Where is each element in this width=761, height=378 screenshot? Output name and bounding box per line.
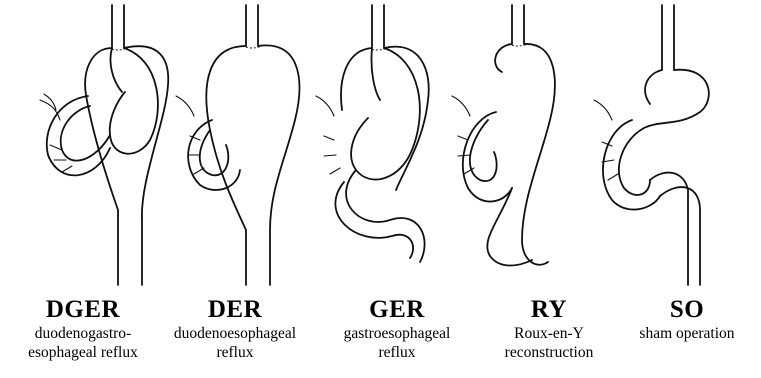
panel-desc-line1: duodenoesophageal: [160, 324, 310, 343]
ger-esophagus: [372, 5, 384, 48]
so-jejunum: [650, 173, 700, 285]
dger-duodenum: [47, 96, 110, 175]
panel-desc-line1: gastroesophageal: [322, 324, 472, 343]
so-stomach: [644, 70, 709, 128]
panel-desc-line2: esophageal reflux: [8, 343, 158, 362]
der-esophagus: [246, 5, 258, 46]
panel-abbr: GER: [322, 296, 472, 324]
panel-abbr: DGER: [8, 296, 158, 324]
dger-diagram: [40, 5, 168, 285]
panel-abbr: RY: [474, 296, 624, 324]
der-intestine-loop: [206, 45, 299, 285]
panel-desc-line2: reflux: [322, 343, 472, 362]
ry-roux-limb: [495, 44, 555, 265]
panel-ry-label: RY Roux-en-Y reconstruction: [474, 296, 624, 362]
so-diagram: [594, 5, 709, 285]
panel-dger-label: DGER duodenogastro- esophageal reflux: [8, 296, 158, 362]
panel-abbr: DER: [160, 296, 310, 324]
dger-stomach: [110, 48, 158, 154]
ry-esophagus: [512, 5, 524, 44]
panel-desc-line2: reconstruction: [474, 343, 624, 362]
der-diagram: [176, 5, 299, 285]
panel-abbr: SO: [612, 296, 761, 324]
panel-desc-line1: duodenogastro-: [8, 324, 158, 343]
panel-der-label: DER duodenoesophageal reflux: [160, 296, 310, 362]
so-duodenum: [603, 120, 660, 210]
surgical-models-figure: [0, 0, 761, 290]
dger-esophagus: [112, 5, 124, 48]
panel-so-label: SO sham operation: [612, 296, 761, 343]
ry-biliary-limb: [463, 112, 512, 202]
so-esophagus: [662, 5, 674, 70]
panel-ger-label: GER gastroesophageal reflux: [322, 296, 472, 362]
ger-diagram: [316, 5, 429, 262]
panel-desc-line1: Roux-en-Y: [474, 324, 624, 343]
ry-diagram: [452, 5, 555, 266]
panel-desc-line2: reflux: [160, 343, 310, 362]
panel-desc-line1: sham operation: [612, 324, 761, 343]
ger-lower-loop: [335, 170, 424, 262]
